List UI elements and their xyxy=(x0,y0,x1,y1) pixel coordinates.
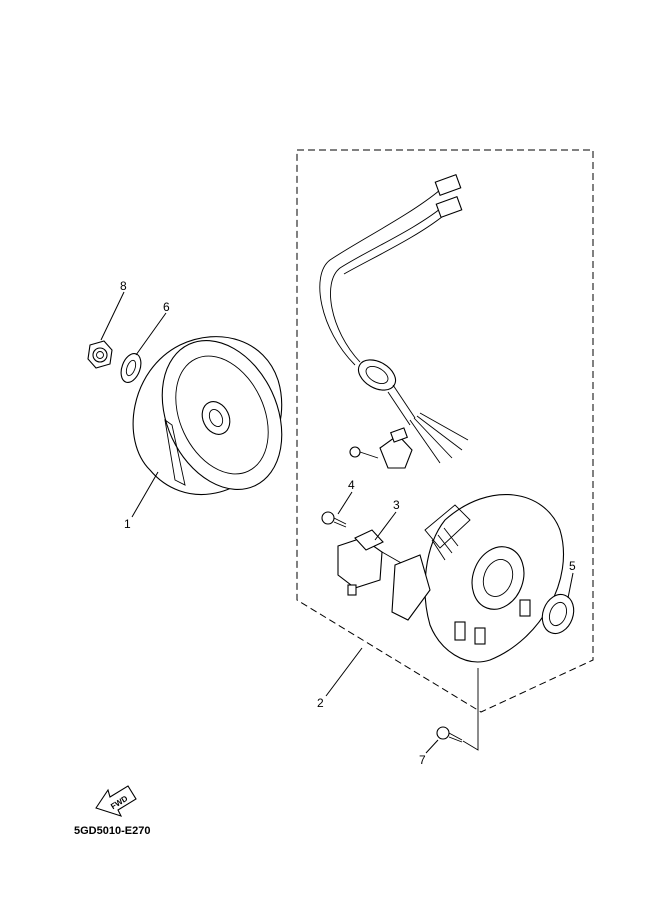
oil-seal-part[interactable] xyxy=(537,590,579,638)
callout-4: 4 xyxy=(348,478,355,492)
leader-5 xyxy=(567,572,574,599)
wire-clamp xyxy=(349,427,413,469)
flywheel-rotor-part[interactable] xyxy=(132,321,305,509)
wire-harness xyxy=(319,173,469,464)
leader-4 xyxy=(337,491,353,515)
leader-6 xyxy=(135,312,167,356)
bolt-part[interactable] xyxy=(436,668,479,751)
stator-plate-part[interactable] xyxy=(391,494,565,663)
leader-1 xyxy=(131,471,159,518)
callout-7: 8 xyxy=(120,279,127,293)
callout-2: 2 xyxy=(317,696,324,710)
screw-part[interactable] xyxy=(321,511,347,528)
leader-3 xyxy=(374,511,397,541)
pickup-coil-part[interactable] xyxy=(337,529,411,596)
callout-8: 7 xyxy=(419,753,426,767)
fwd-arrow-icon: FWD xyxy=(95,785,137,817)
callout-3: 3 xyxy=(393,498,400,512)
assembly-boundary xyxy=(296,149,594,713)
callout-1: 1 xyxy=(124,517,131,531)
nut-part[interactable] xyxy=(87,340,113,369)
leader-7 xyxy=(100,291,125,341)
callout-5: 5 xyxy=(569,559,576,573)
diagram-code: 5GD5010-E270 xyxy=(74,825,150,837)
callout-6: 6 xyxy=(163,300,170,314)
leader-2 xyxy=(325,647,363,697)
washer-part[interactable] xyxy=(117,351,144,385)
leader-8 xyxy=(425,739,439,754)
